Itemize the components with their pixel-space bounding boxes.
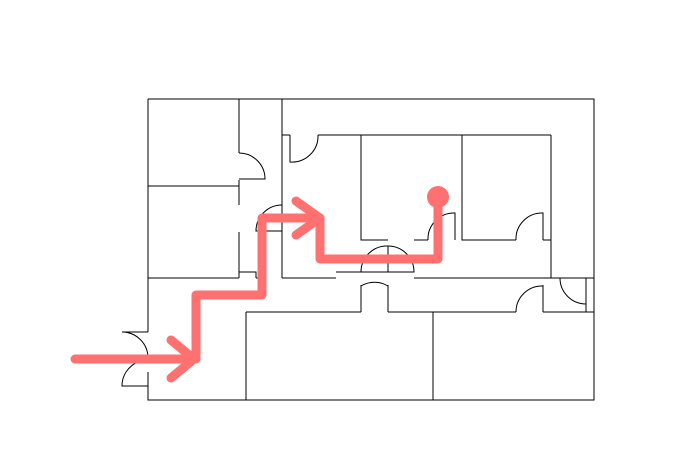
route: [70, 186, 449, 383]
route-arrow-corridor: [291, 196, 325, 240]
door-entrance-lower: [121, 359, 149, 387]
door-right-corner: [559, 277, 587, 305]
door-corridor-2: [515, 285, 544, 313]
door-inner-top: [289, 134, 319, 163]
wall-room-divider-2: [461, 135, 551, 241]
wall-room-divider-1: [360, 135, 428, 241]
outer-wall: [147, 98, 595, 401]
route-end-dot: [427, 186, 449, 208]
wall-lower-corridor-stubs: [360, 285, 544, 312]
door-top-left-room: [238, 152, 266, 180]
door-center-left: [336, 245, 389, 273]
door-corridor-1: [360, 281, 389, 312]
route-arrow-entrance: [166, 335, 199, 383]
door-room-3: [515, 212, 544, 241]
wall-left-bottom-notch: [238, 271, 257, 278]
door-entrance-upper: [121, 331, 149, 359]
route-path: [70, 192, 443, 364]
walls: [121, 98, 595, 401]
